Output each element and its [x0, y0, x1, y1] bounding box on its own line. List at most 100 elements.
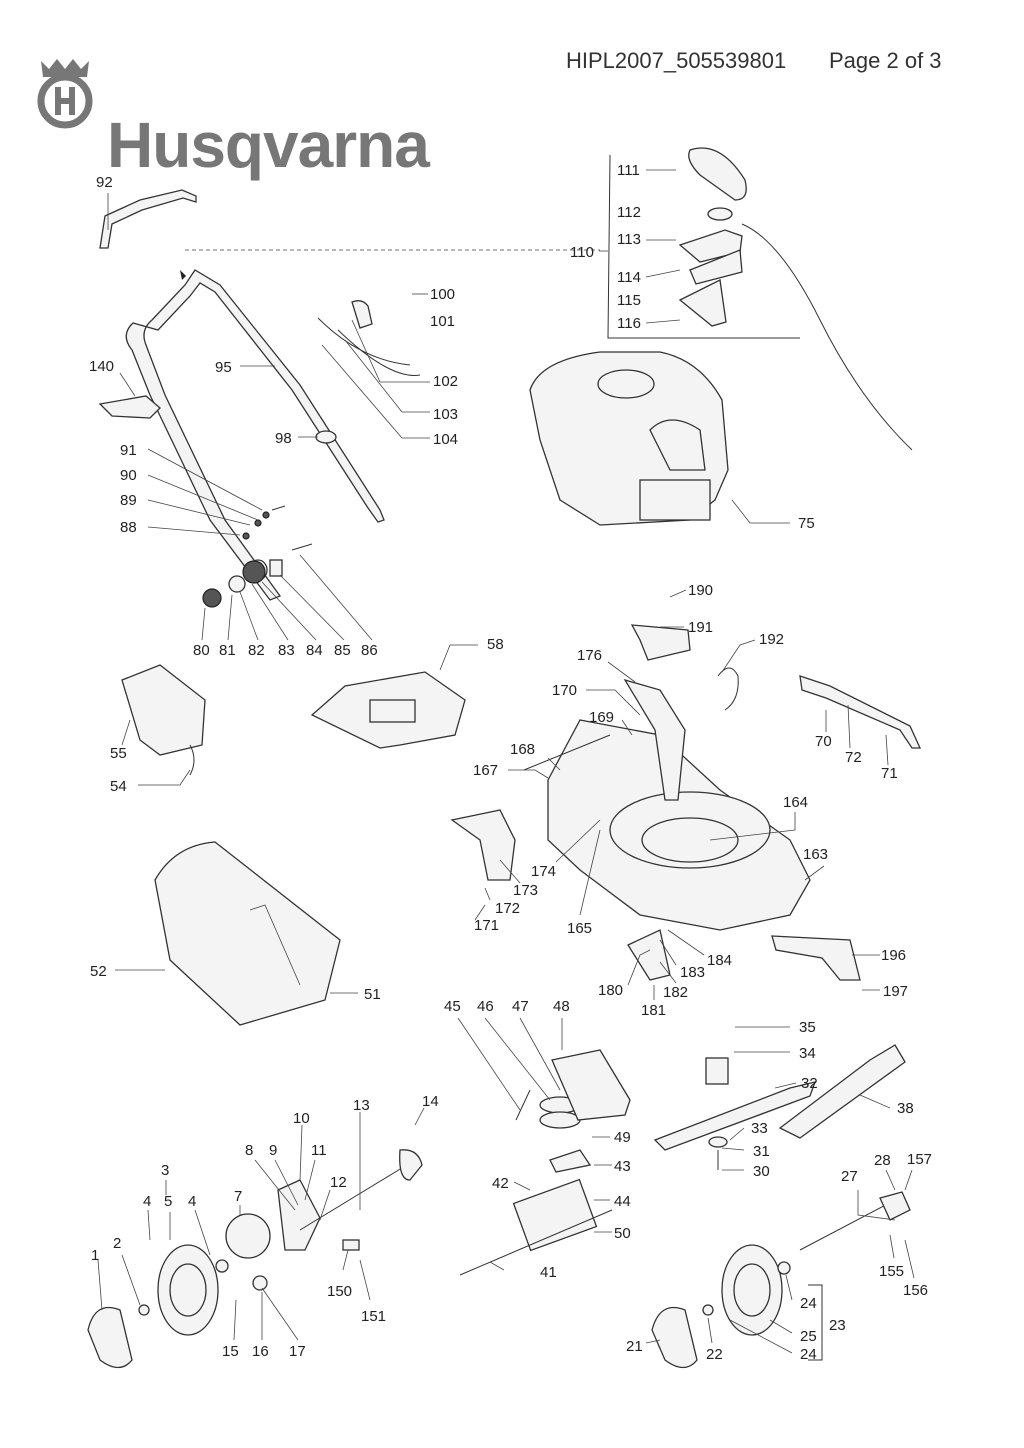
callout-191: 191	[688, 619, 713, 636]
callout-80: 80	[193, 642, 210, 659]
callout-101: 101	[430, 313, 455, 330]
callout-156: 156	[903, 1282, 928, 1299]
callout-151: 151	[361, 1308, 386, 1325]
callout-34: 34	[799, 1045, 816, 1062]
callout-8: 8	[245, 1142, 253, 1159]
callout-33: 33	[751, 1120, 768, 1137]
callout-75: 75	[798, 515, 815, 532]
callout-16: 16	[252, 1343, 269, 1360]
height-lever-left	[450, 809, 516, 881]
callout-5: 5	[164, 1193, 172, 1210]
callout-150: 150	[327, 1283, 352, 1300]
callout-174: 174	[531, 863, 556, 880]
callout-3: 3	[161, 1162, 169, 1179]
callout-38: 38	[897, 1100, 914, 1117]
callout-184: 184	[707, 952, 732, 969]
callout-157: 157	[907, 1151, 932, 1168]
callout-24a: 24	[800, 1295, 817, 1312]
callout-103: 103	[433, 406, 458, 423]
callout-15: 15	[222, 1343, 239, 1360]
grass-catcher	[154, 841, 341, 1026]
callout-112: 112	[617, 204, 641, 221]
callout-23: 23	[829, 1317, 846, 1334]
callout-24b: 24	[800, 1346, 817, 1363]
callout-25: 25	[800, 1328, 817, 1345]
callout-183: 183	[680, 964, 705, 981]
mower-deck	[523, 719, 811, 931]
deck-bracket	[627, 929, 671, 981]
callout-181: 181	[641, 1002, 666, 1019]
husqvarna-logo: Husqvarna	[35, 55, 445, 181]
adjuster-rod	[799, 675, 922, 749]
callout-13: 13	[353, 1097, 370, 1114]
blade-assembly	[653, 1044, 906, 1170]
callout-91: 91	[120, 442, 137, 459]
callout-72: 72	[845, 749, 862, 766]
callout-71: 71	[881, 765, 898, 782]
mulch-plug	[121, 664, 206, 756]
callout-2: 2	[113, 1235, 121, 1252]
callout-196: 196	[881, 947, 906, 964]
callout-140: 140	[89, 358, 114, 375]
callout-54: 54	[110, 778, 127, 795]
callout-182: 182	[663, 984, 688, 1001]
callout-58: 58	[487, 636, 504, 653]
callout-70: 70	[815, 733, 832, 750]
callout-165: 165	[567, 920, 592, 937]
engine	[529, 351, 729, 526]
callout-95: 95	[215, 359, 232, 376]
callout-46: 46	[477, 998, 494, 1015]
callout-172: 172	[495, 900, 520, 917]
callout-30: 30	[753, 1163, 770, 1180]
callout-9: 9	[269, 1142, 277, 1159]
callout-110: 110	[570, 244, 594, 261]
callout-83: 83	[278, 642, 295, 659]
callout-115: 115	[617, 292, 641, 309]
callout-12: 12	[330, 1174, 347, 1191]
callout-55: 55	[110, 745, 127, 762]
callout-169: 169	[589, 709, 614, 726]
callout-170: 170	[552, 682, 577, 699]
callout-92: 92	[96, 174, 113, 191]
callout-10: 10	[293, 1110, 310, 1127]
callout-173: 173	[513, 882, 538, 899]
callout-1: 1	[91, 1247, 99, 1264]
side-discharge-cover	[771, 935, 861, 981]
page-header: Husqvarna HIPL2007_505539801 Page 2 of 3	[0, 0, 1024, 181]
callout-21: 21	[626, 1338, 643, 1355]
callout-111: 111	[617, 162, 640, 179]
callout-90: 90	[120, 467, 137, 484]
callout-197: 197	[883, 983, 908, 1000]
callout-102: 102	[433, 373, 458, 390]
spring-clip	[717, 667, 739, 711]
callout-190: 190	[688, 582, 713, 599]
callout-17: 17	[289, 1343, 306, 1360]
callout-51: 51	[364, 986, 381, 1003]
callout-155: 155	[879, 1263, 904, 1280]
callout-32: 32	[801, 1075, 818, 1092]
callout-43: 43	[614, 1158, 631, 1175]
rear-wheel-assembly	[651, 1191, 911, 1369]
callout-49: 49	[614, 1129, 631, 1146]
crown-emblem-icon	[37, 59, 93, 129]
callout-168: 168	[510, 741, 535, 758]
document-code: HIPL2007_505539801	[566, 48, 787, 73]
callout-104: 104	[433, 431, 458, 448]
front-wheel-assembly	[87, 1149, 423, 1369]
callout-28: 28	[874, 1152, 891, 1169]
callout-192: 192	[759, 631, 784, 648]
callout-11: 11	[311, 1142, 327, 1159]
callout-4b: 4	[188, 1193, 196, 1210]
callout-81: 81	[219, 642, 236, 659]
callout-7: 7	[234, 1188, 242, 1205]
callout-35: 35	[799, 1019, 816, 1036]
callout-86: 86	[361, 642, 378, 659]
callout-98: 98	[275, 430, 292, 447]
callout-48: 48	[553, 998, 570, 1015]
rear-shield	[630, 624, 691, 661]
callout-52: 52	[90, 963, 107, 980]
callout-27: 27	[841, 1168, 858, 1185]
callout-47: 47	[512, 998, 529, 1015]
leader-lines	[97, 169, 915, 1354]
